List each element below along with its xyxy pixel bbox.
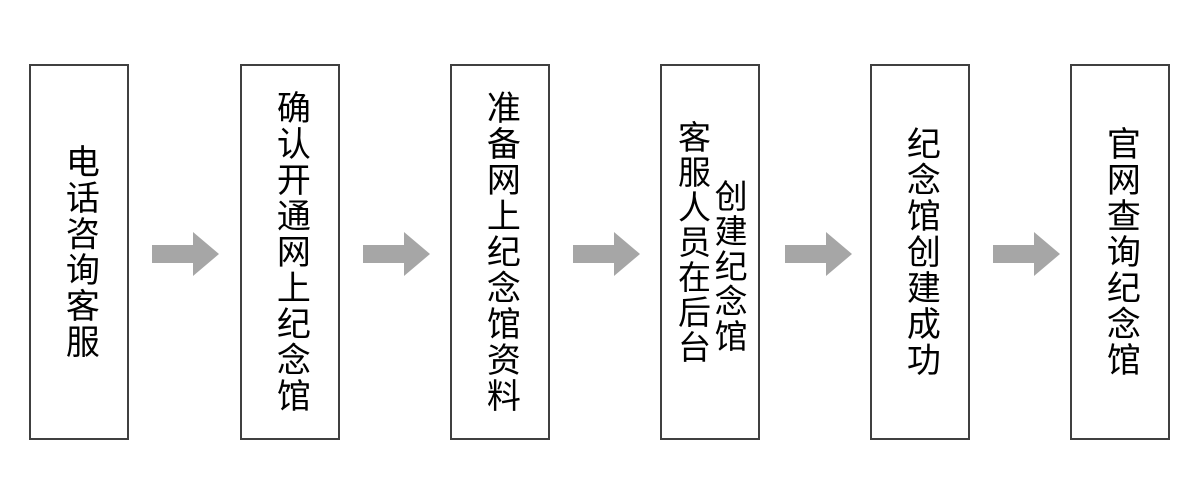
arrow-right-icon: [152, 232, 219, 276]
arrow-right-icon: [573, 232, 640, 276]
flow-node-step-6[interactable]: 官网查询纪念馆: [1070, 64, 1170, 440]
flow-node-step-5[interactable]: 纪念馆创建成功: [870, 64, 970, 440]
arrow-right-icon: [993, 232, 1060, 276]
flow-node-step-5-label: 纪念馆创建成功: [900, 126, 941, 378]
arrow-right-icon: [785, 232, 852, 276]
arrow-right-icon: [363, 232, 430, 276]
flow-node-step-3-label: 准备网上纪念馆资料: [480, 90, 521, 414]
flow-arrow-4: [785, 232, 852, 276]
flow-arrow-1: [152, 232, 219, 276]
flow-arrow-3: [573, 232, 640, 276]
flow-node-step-4-label-secondary: 客服人员在后台: [672, 119, 712, 365]
flow-node-step-4-label-primary: 创建纪念馆: [709, 178, 749, 354]
flow-node-step-6-label: 官网查询纪念馆: [1100, 126, 1141, 378]
flow-node-step-2[interactable]: 确认开通网上纪念馆: [240, 64, 340, 440]
flow-node-step-4[interactable]: 创建纪念馆 客服人员在后台: [660, 64, 760, 440]
flow-node-step-2-label: 确认开通网上纪念馆: [270, 90, 311, 414]
flow-arrow-2: [363, 232, 430, 276]
flow-node-step-1-label: 电话咨询客服: [59, 144, 100, 360]
flow-node-step-1[interactable]: 电话咨询客服: [29, 64, 129, 440]
flow-arrow-5: [993, 232, 1060, 276]
flow-node-step-3[interactable]: 准备网上纪念馆资料: [450, 64, 550, 440]
